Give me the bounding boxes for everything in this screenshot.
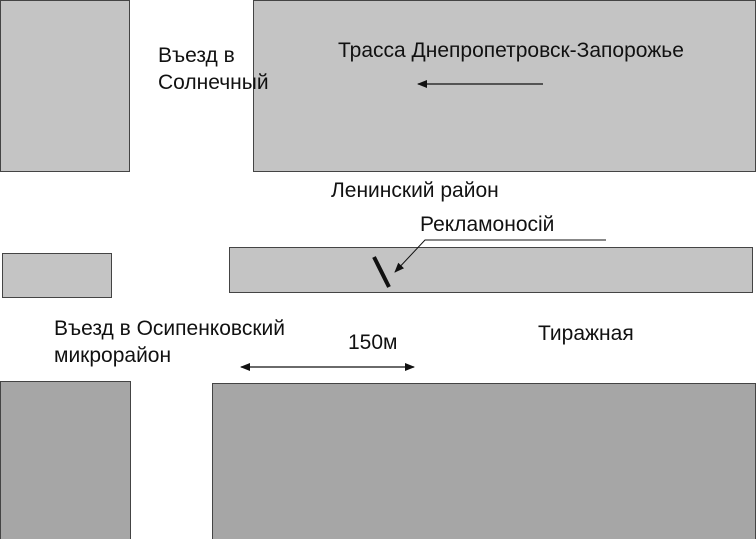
billboard-pointer-icon xyxy=(394,239,606,273)
billboard-label: Рекламоносій xyxy=(420,213,554,236)
block-mid-left xyxy=(2,253,112,298)
entry-solnechny-label-1: Въезд в xyxy=(158,44,235,67)
block-top-right xyxy=(253,0,756,172)
billboard-icon xyxy=(372,256,391,288)
block-top-left xyxy=(0,0,130,172)
entry-osipenko-label-1: Въезд в Осипенковский xyxy=(54,317,285,340)
distance-label: 150м xyxy=(348,331,397,354)
district-label: Ленинский район xyxy=(331,179,499,202)
block-bottom-left xyxy=(0,381,131,539)
highway-label: Трасса Днепропетровск-Запорожье xyxy=(338,39,684,62)
entry-solnechny-label-2: Солнечный xyxy=(158,71,269,94)
entry-osipenko-label-2: микрорайон xyxy=(54,344,171,367)
block-mid-right xyxy=(229,247,753,293)
street-label: Тиражная xyxy=(538,322,634,345)
block-bottom-right xyxy=(212,383,756,539)
